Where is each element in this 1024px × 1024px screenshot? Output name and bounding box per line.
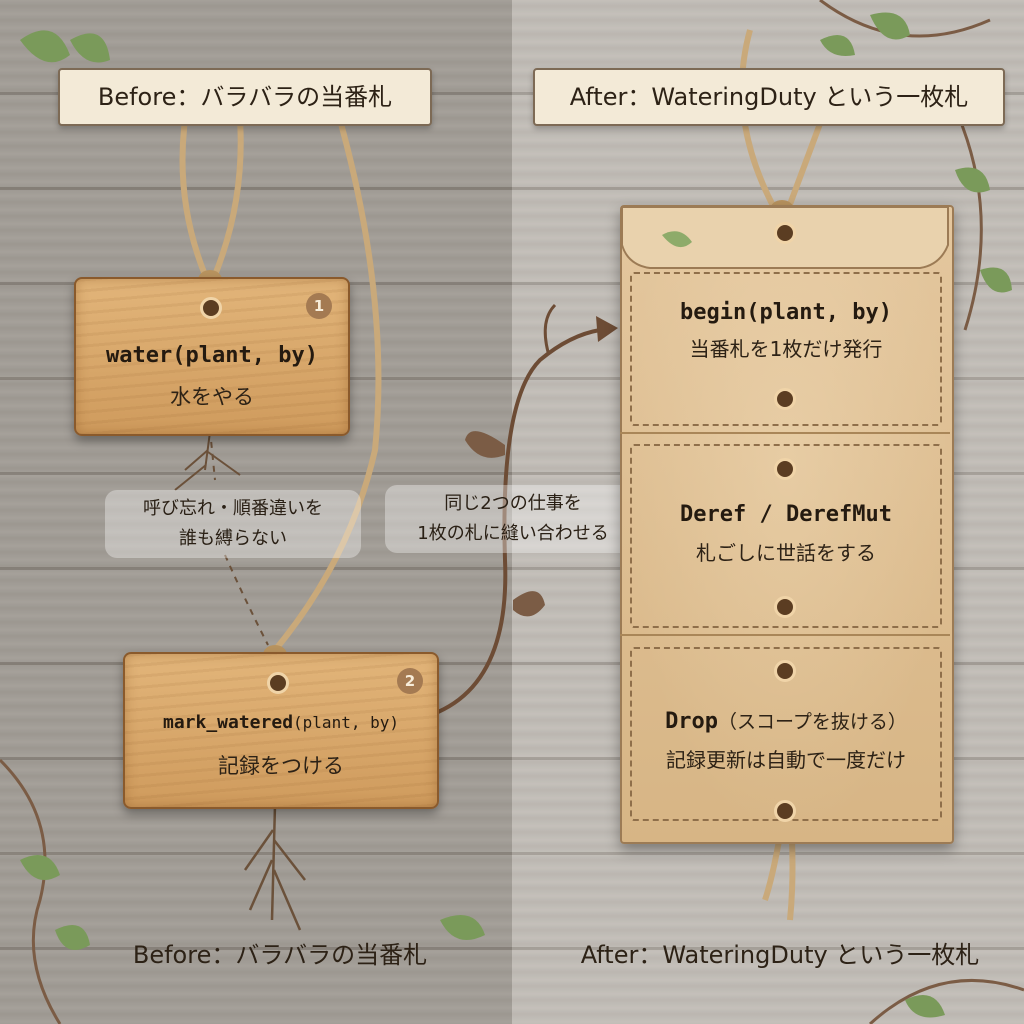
before-title: Before：バラバラの当番札: [58, 68, 432, 126]
sew-arrow-path: [437, 328, 601, 714]
card-water-hole: [200, 297, 222, 319]
envelope-hole-2: [774, 388, 796, 410]
card-water-badge: 1: [306, 293, 332, 319]
duty-section-drop-desc: 記録更新は自動で一度だけ: [666, 748, 906, 772]
duty-section-begin-desc: 当番札を1枚だけ発行: [689, 337, 883, 361]
rope-card1-left: [179, 119, 208, 277]
dashed-link-bottom: [224, 554, 269, 646]
after-footer: After：WateringDuty という一枚札: [580, 941, 980, 969]
envelope-bottom-hole: [774, 800, 796, 822]
sew-together-line-1: 同じ2つの仕事を: [444, 493, 582, 514]
card-mark-watered-fn: mark_watered: [162, 712, 294, 733]
leaves-group: [20, 12, 1012, 1018]
duty-section-drop: Drop（スコープを抜ける） 記録更新は自動で一度だけ: [630, 647, 942, 821]
envelope-hole-3: [774, 458, 796, 480]
duty-section-deref: Deref / DerefMut 札ごしに世話をする: [630, 444, 942, 628]
rope-card2: [272, 119, 382, 652]
duty-section-drop-code: Drop（スコープを抜ける）: [632, 707, 940, 734]
duty-section-deref-desc: 札ごしに世話をする: [696, 541, 876, 565]
envelope-hole-5: [774, 660, 796, 682]
card-mark-watered-code: mark_watered(plant, by): [125, 712, 437, 733]
sew-together-line-2: 1枚の札に縫い合わせる: [417, 523, 609, 544]
envelope-divider-1: [620, 432, 950, 434]
vine-bottom-right: [868, 979, 1024, 1024]
roots-card1: [174, 431, 241, 491]
vine-bottom-left: [0, 758, 62, 1024]
card-water-desc: 水をやる: [170, 385, 254, 409]
duty-section-drop-keyword: Drop: [665, 709, 719, 734]
card-mark-watered: 2 mark_watered(plant, by) 記録をつける: [123, 652, 439, 809]
rope-card1-right: [212, 119, 244, 277]
card-mark-watered-desc: 記録をつける: [218, 754, 344, 778]
envelope-divider-2: [620, 634, 950, 636]
card-mark-watered-badge: 2: [397, 668, 423, 694]
leaf-arrow-2: [513, 591, 545, 617]
watering-duty-envelope: [620, 205, 954, 844]
sew-together-note: 同じ2つの仕事を 1枚の札に縫い合わせる: [385, 485, 641, 553]
envelope-top-hole: [774, 222, 796, 244]
card-mark-watered-args: (plant, by): [293, 713, 399, 732]
before-warning-line-2: 誰も縛らない: [179, 528, 287, 549]
card-mark-watered-hole: [267, 672, 289, 694]
card-water: 1 water(plant, by) 水をやる: [74, 277, 350, 436]
before-warning-note: 呼び忘れ・順番違いを 誰も縛らない: [105, 490, 361, 558]
sew-arrow-head: [596, 316, 618, 342]
duty-section-drop-scope: （スコープを抜ける）: [718, 711, 907, 733]
envelope-hole-4: [774, 596, 796, 618]
duty-section-deref-code: Deref / DerefMut: [680, 502, 892, 527]
card-water-code: water(plant, by): [106, 343, 318, 368]
leaf-arrow-1: [465, 431, 505, 458]
roots-card2: [243, 804, 306, 931]
before-footer: Before：バラバラの当番札: [132, 941, 428, 969]
duty-section-begin: begin(plant, by) 当番札を1枚だけ発行: [630, 272, 942, 426]
duty-section-begin-code: begin(plant, by): [680, 300, 892, 325]
before-warning-line-1: 呼び忘れ・順番違いを: [143, 498, 323, 519]
after-title: After：WateringDuty という一枚札: [533, 68, 1005, 126]
